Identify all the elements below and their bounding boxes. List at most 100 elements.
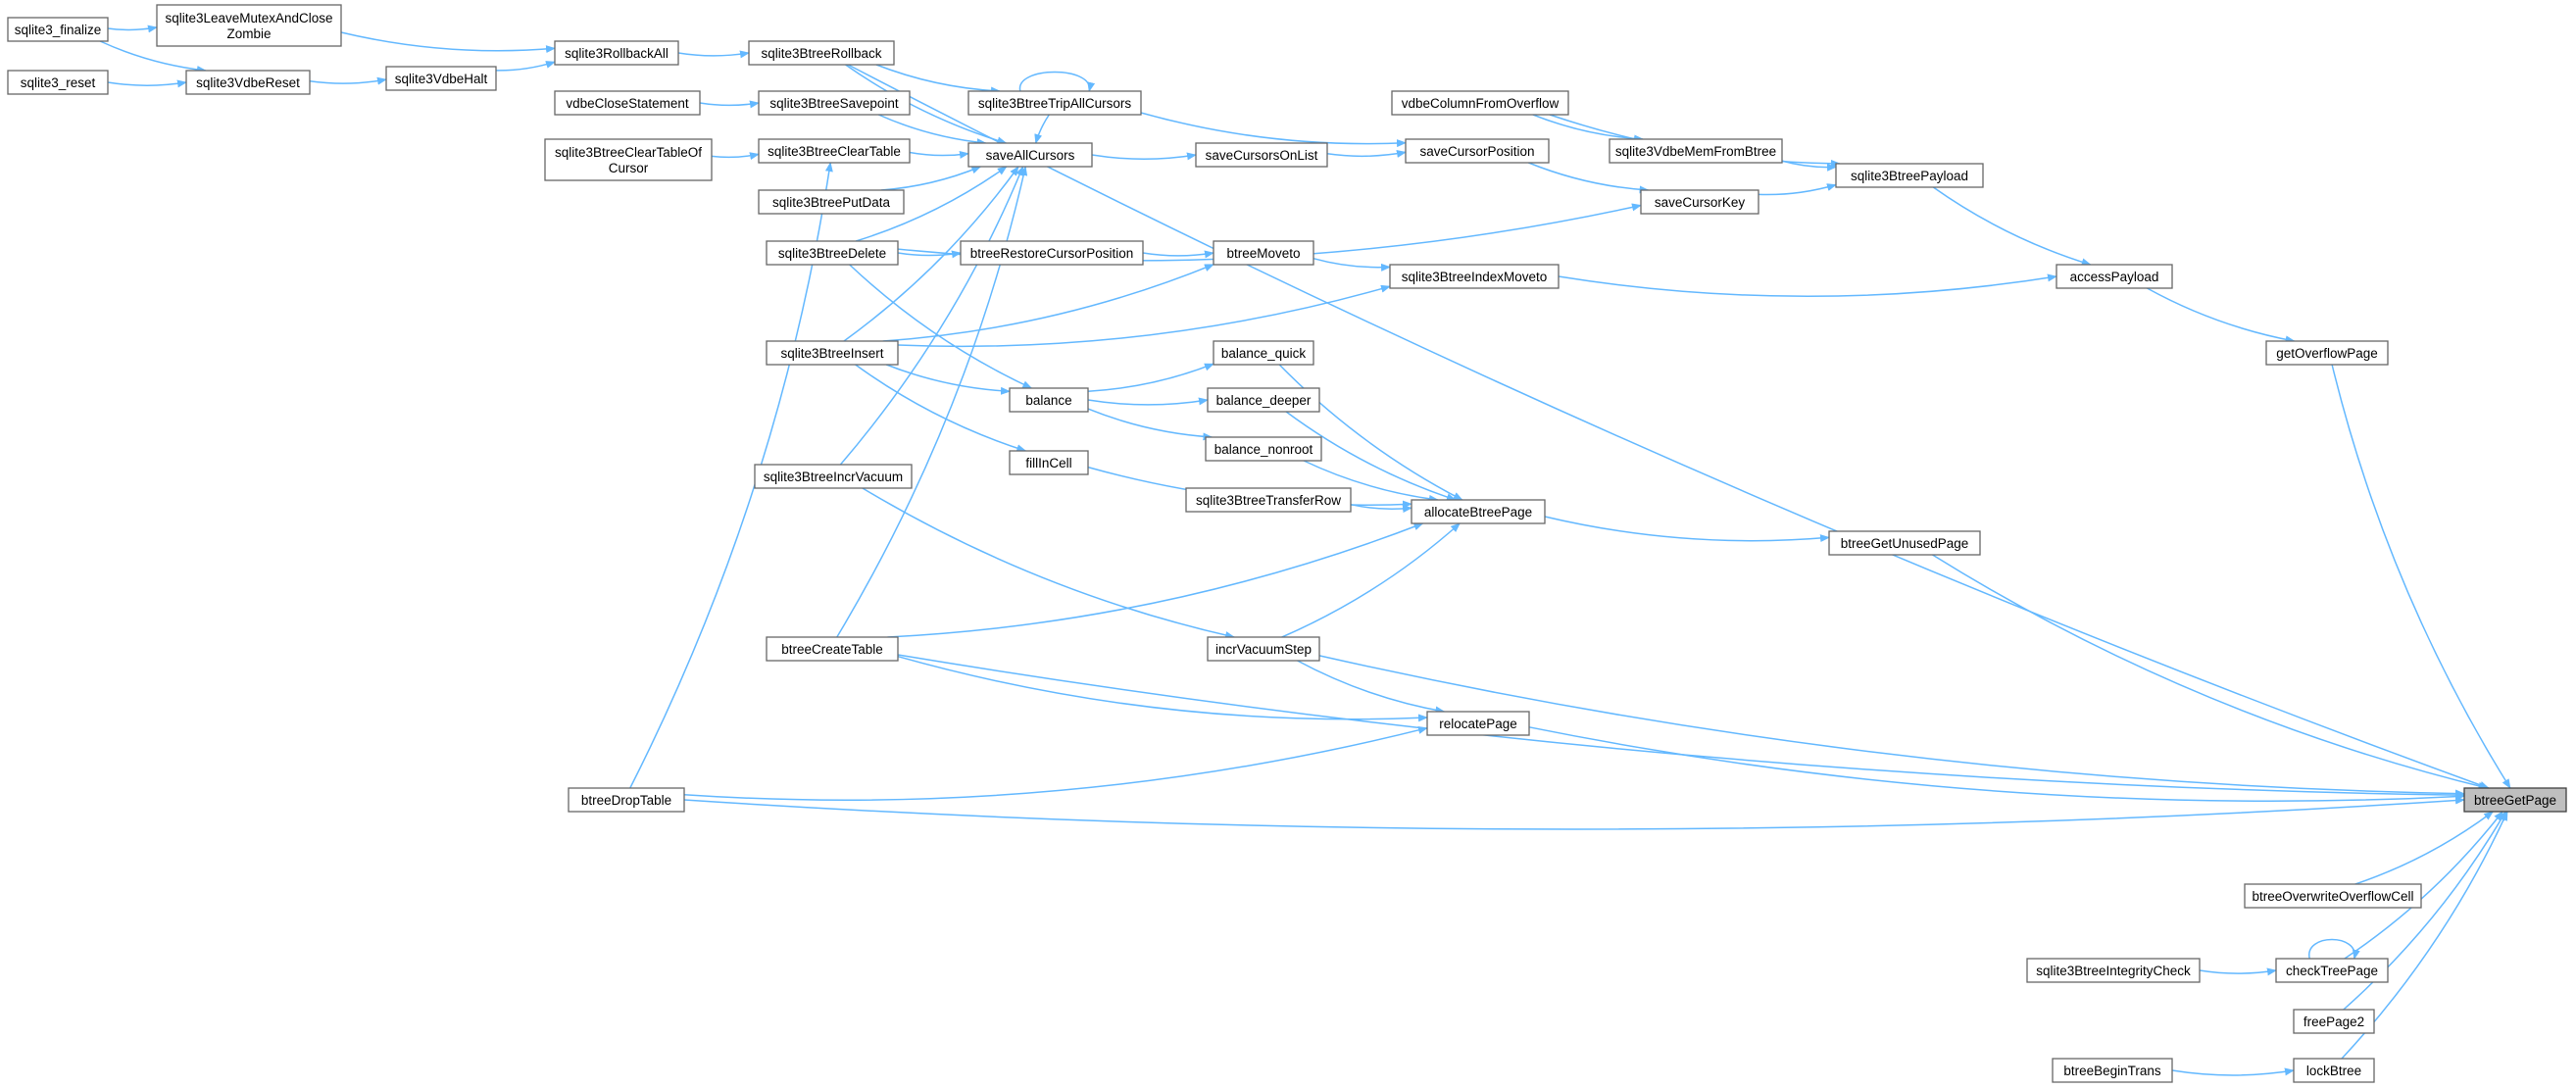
node-label: accessPayload	[2070, 270, 2159, 284]
node-sqlite3-rollback-all[interactable]: sqlite3RollbackAll	[554, 40, 679, 66]
node-sqlite3-btree-index-moveto[interactable]: sqlite3BtreeIndexMoveto	[1389, 264, 1560, 289]
edge-line	[845, 64, 1008, 145]
edge-get-overflow-page-to-btree-get-page	[2331, 364, 2511, 789]
edge-line	[849, 264, 1033, 389]
edge-save-cursor-key-to-sqlite3-btree-payload	[1758, 183, 1837, 196]
node-balance-quick[interactable]: balance_quick	[1213, 340, 1314, 366]
node-sqlite3-btree-integrity-check[interactable]: sqlite3BtreeIntegrityCheck	[2026, 958, 2201, 983]
node-label: sqlite3BtreeRollback	[761, 46, 881, 61]
node-vdbe-close-statement[interactable]: vdbeCloseStatement	[554, 90, 701, 116]
node-btree-drop-table[interactable]: btreeDropTable	[568, 787, 685, 813]
node-btree-begin-trans[interactable]: btreeBeginTrans	[2052, 1058, 2173, 1083]
node-sqlite3-btree-savepoint[interactable]: sqlite3BtreeSavepoint	[758, 90, 911, 116]
node-incr-vacuum-step[interactable]: incrVacuumStep	[1207, 636, 1320, 662]
node-box	[2275, 958, 2389, 983]
node-relocate-page[interactable]: relocatePage	[1426, 711, 1530, 736]
edge-sqlite3-btree-trip-all-cursors-to-save-all-cursors	[1034, 114, 1050, 144]
node-sqlite3-btree-clear-table[interactable]: sqlite3BtreeClearTable	[758, 138, 911, 164]
node-balance-deeper[interactable]: balance_deeper	[1207, 387, 1320, 413]
edge-btree-overwrite-overflow-cell-to-btree-get-page	[2354, 811, 2495, 885]
edge-line	[1781, 160, 1837, 172]
node-fill-in-cell[interactable]: fillInCell	[1009, 450, 1089, 475]
node-save-cursor-key[interactable]: saveCursorKey	[1640, 189, 1759, 215]
node-box	[1391, 90, 1569, 116]
node-sqlite3-btree-rollback[interactable]: sqlite3BtreeRollback	[748, 40, 895, 66]
node-sqlite3-btree-trip-all-cursors[interactable]: sqlite3BtreeTripAllCursors	[967, 90, 1142, 116]
node-label: sqlite3LeaveMutexAndClose	[165, 11, 332, 25]
node-btree-restore-cursor-position[interactable]: btreeRestoreCursorPosition	[960, 240, 1144, 266]
node-check-tree-page[interactable]: checkTreePage	[2275, 958, 2389, 983]
edge-line	[887, 522, 1424, 638]
node-label: sqlite3BtreeInsert	[780, 346, 883, 361]
node-label: saveCursorPosition	[1419, 144, 1534, 159]
node-access-payload[interactable]: accessPayload	[2056, 264, 2173, 289]
node-sqlite3-reset[interactable]: sqlite3_reset	[7, 70, 109, 95]
node-box	[1405, 138, 1550, 164]
edge-line	[1318, 655, 2465, 798]
node-label: balance	[1025, 393, 1071, 408]
edge-sqlite3-btree-incr-vacuum-to-save-all-cursors	[839, 166, 1024, 466]
node-balance-nonroot[interactable]: balance_nonroot	[1205, 436, 1322, 462]
edge-line	[855, 364, 1027, 453]
edge-incr-vacuum-step-to-allocate-btree-page	[1281, 522, 1461, 638]
edge-line	[909, 150, 969, 159]
edge-access-payload-to-get-overflow-page	[2147, 287, 2296, 344]
edge-line	[880, 166, 982, 191]
edge-balance-nonroot-to-allocate-btree-page	[1303, 460, 1439, 503]
edge-line	[2171, 1067, 2295, 1076]
node-box	[7, 17, 109, 42]
node-btree-get-page[interactable]: btreeGetPage	[2463, 787, 2567, 813]
node-box	[1195, 142, 1328, 168]
node-sqlite3-vdbe-reset[interactable]: sqlite3VdbeReset	[185, 70, 311, 95]
node-save-all-cursors[interactable]: saveAllCursors	[967, 142, 1093, 168]
node-box	[1205, 436, 1322, 462]
node-box	[1213, 340, 1314, 366]
node-free-page2[interactable]: freePage2	[2293, 1009, 2375, 1034]
node-allocate-btree-page[interactable]: allocateBtreePage	[1411, 499, 1546, 524]
node-label: allocateBtreePage	[1424, 505, 1532, 520]
node-balance[interactable]: balance	[1009, 387, 1089, 413]
node-btree-get-unused-page[interactable]: btreeGetUnusedPage	[1828, 530, 1981, 556]
edge-btree-moveto-to-sqlite3-btree-index-moveto	[1313, 257, 1391, 272]
node-vdbe-column-from-overflow[interactable]: vdbeColumnFromOverflow	[1391, 90, 1569, 116]
edge-line	[1278, 364, 1463, 501]
node-sqlite3-vdbe-mem-from-btree[interactable]: sqlite3VdbeMemFromBtree	[1609, 138, 1783, 164]
edge-balance-deeper-to-allocate-btree-page	[1285, 411, 1457, 501]
node-btree-overwrite-overflow-cell[interactable]: btreeOverwriteOverflowCell	[2244, 883, 2422, 909]
node-save-cursors-on-list[interactable]: saveCursorsOnList	[1195, 142, 1328, 168]
node-sqlite3-vdbe-halt[interactable]: sqlite3VdbeHalt	[385, 66, 497, 91]
node-sqlite3-btree-payload[interactable]: sqlite3BtreePayload	[1835, 163, 1984, 188]
node-label: sqlite3BtreeDelete	[778, 246, 886, 261]
edge-line	[855, 166, 1008, 242]
node-sqlite3-btree-incr-vacuum[interactable]: sqlite3BtreeIncrVacuum	[754, 464, 913, 489]
node-label: sqlite3VdbeReset	[196, 75, 300, 90]
node-label: relocatePage	[1439, 717, 1517, 731]
node-box	[2293, 1009, 2375, 1034]
node-get-overflow-page[interactable]: getOverflowPage	[2265, 340, 2389, 366]
edge-sqlite3-leave-mutex-and-close-zombie-to-sqlite3-rollback-all	[340, 31, 556, 54]
node-label: btreeBeginTrans	[2063, 1064, 2161, 1078]
node-lock-btree[interactable]: lockBtree	[2293, 1058, 2375, 1083]
node-box	[1828, 530, 1981, 556]
edge-sqlite3-btree-rollback-to-save-all-cursors	[845, 64, 1008, 145]
edge-sqlite3-btree-put-data-to-save-all-cursors	[880, 166, 982, 191]
node-label: sqlite3VdbeMemFromBtree	[1615, 144, 1776, 159]
node-sqlite3-btree-transfer-row[interactable]: sqlite3BtreeTransferRow	[1185, 487, 1352, 513]
node-sqlite3-btree-delete[interactable]: sqlite3BtreeDelete	[766, 240, 899, 266]
edge-line	[683, 796, 2465, 830]
node-btree-create-table[interactable]: btreeCreateTable	[766, 636, 899, 662]
node-label: sqlite3BtreePutData	[772, 195, 891, 210]
node-box	[960, 240, 1144, 266]
node-sqlite3-btree-insert[interactable]: sqlite3BtreeInsert	[766, 340, 899, 366]
node-box	[1185, 487, 1352, 513]
node-save-cursor-position[interactable]: saveCursorPosition	[1405, 138, 1550, 164]
node-sqlite3-btree-put-data[interactable]: sqlite3BtreePutData	[758, 189, 905, 215]
node-box	[758, 138, 911, 164]
edge-line	[99, 40, 207, 74]
node-sqlite3-finalize[interactable]: sqlite3_finalize	[7, 17, 109, 42]
node-label: saveAllCursors	[986, 148, 1075, 163]
node-btree-moveto[interactable]: btreeMoveto	[1213, 240, 1314, 266]
